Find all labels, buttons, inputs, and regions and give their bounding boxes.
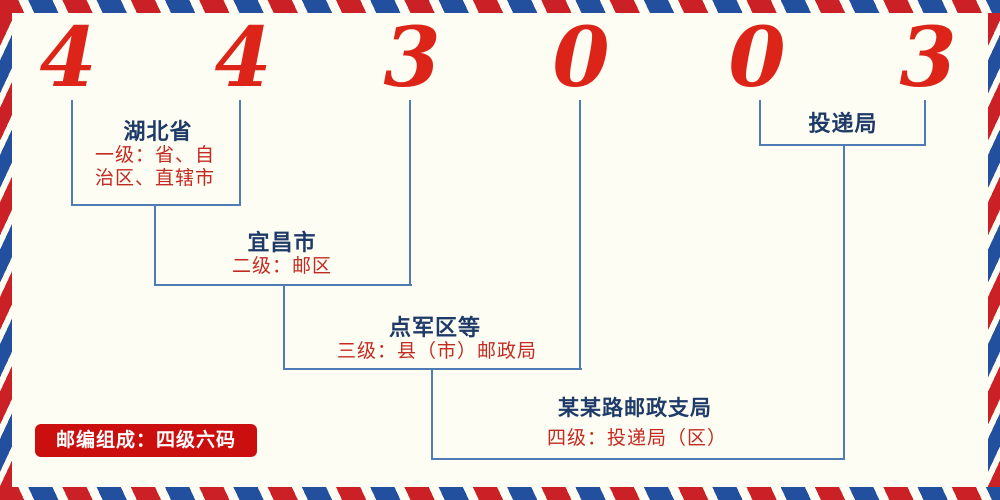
connector-line [71, 204, 241, 206]
connector-line [71, 100, 73, 206]
postal-digit-5: 0 [728, 10, 786, 106]
connector-line [409, 100, 411, 286]
connector-line [239, 100, 241, 206]
level1-desc-line1: 一级：省、自 [94, 145, 215, 166]
level4-desc: 四级：投递局（区） [546, 428, 727, 449]
postal-digit-6: 3 [899, 10, 957, 106]
airmail-border-bottom [0, 487, 1000, 500]
level1-region-label: 湖北省 [123, 119, 193, 144]
connector-line [924, 100, 926, 146]
level3-region-label: 点军区等 [388, 315, 481, 340]
airmail-border-right [988, 13, 1000, 487]
level4-office-label: 某某路邮政支局 [558, 397, 712, 420]
postal-digit-3: 3 [383, 10, 441, 106]
postal-digit-1: 4 [39, 10, 97, 106]
level3-desc: 三级：县（市）邮政局 [336, 341, 537, 362]
connector-line [843, 144, 845, 460]
connector-line [431, 368, 433, 460]
delivery-office-label: 投递局 [808, 111, 878, 136]
postal-digit-2: 4 [214, 10, 272, 106]
postal-digit-4: 0 [552, 10, 610, 106]
level2-desc: 二级：邮区 [231, 256, 332, 277]
level1-desc-line2: 治区、直辖市 [94, 168, 215, 189]
airmail-border-left [0, 13, 12, 487]
connector-line [759, 144, 926, 146]
connector-line [759, 100, 761, 146]
connector-line [579, 100, 581, 370]
level2-region-label: 宜昌市 [247, 230, 317, 255]
connector-line [283, 284, 285, 370]
level1-desc: 一级：省、自 治区、直辖市 [55, 144, 255, 190]
airmail-border-top [0, 0, 1000, 13]
connector-line [154, 204, 156, 286]
composition-badge: 邮编组成：四级六码 [35, 424, 257, 457]
connector-line [431, 458, 845, 460]
